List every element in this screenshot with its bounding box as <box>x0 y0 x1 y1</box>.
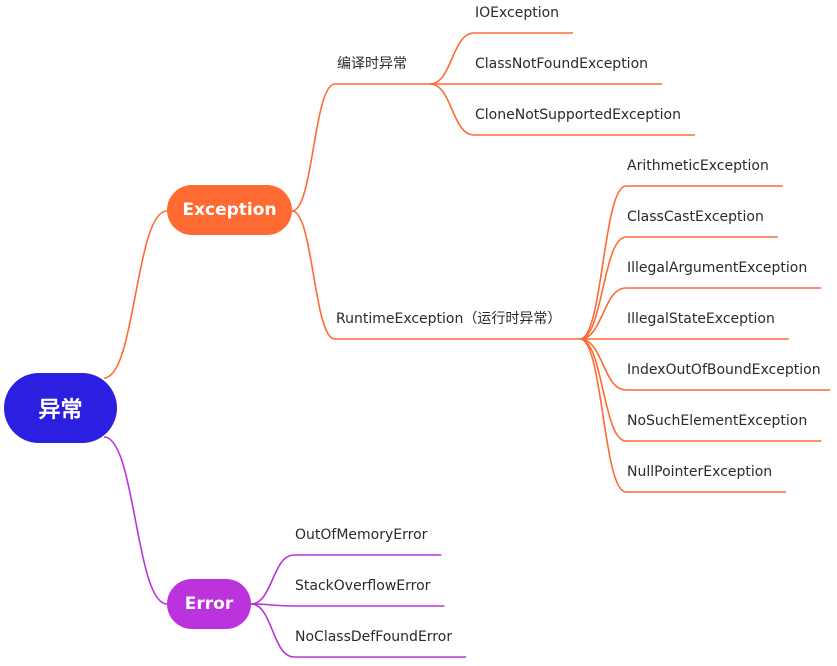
error-item-link <box>250 603 445 607</box>
runtime-exception-item[interactable]: NullPointerException <box>627 464 773 480</box>
error-node[interactable]: Error <box>167 579 251 629</box>
checked-item-link <box>429 83 695 136</box>
checked-exception-label[interactable]: 编译时异常 <box>337 56 407 72</box>
checked-exception-item[interactable]: CloneNotSupportedException <box>475 107 681 123</box>
error-item[interactable]: StackOverflowError <box>295 578 431 594</box>
root-to-error-link <box>103 436 168 605</box>
runtime-exception-item[interactable]: ArithmeticException <box>627 158 769 174</box>
checked-item-link <box>429 32 574 85</box>
runtime-item-link <box>579 338 830 391</box>
error-item[interactable]: NoClassDefFoundError <box>295 629 453 645</box>
runtime-exception-item[interactable]: IllegalArgumentException <box>627 260 808 276</box>
error-item-link <box>250 603 467 658</box>
checked-exception-item[interactable]: ClassNotFoundException <box>475 56 649 72</box>
runtime-exception-label[interactable]: RuntimeException（运行时异常） <box>336 311 562 327</box>
exception-to-runtime-link <box>291 210 580 340</box>
checked-exception-item[interactable]: IOException <box>475 5 560 21</box>
error-item[interactable]: OutOfMemoryError <box>295 527 428 543</box>
runtime-item-link <box>579 338 822 442</box>
runtime-exception-item[interactable]: IllegalStateException <box>627 311 775 327</box>
runtime-item-link <box>579 236 778 340</box>
error-item-link <box>250 554 442 605</box>
exception-branch-lines <box>103 32 830 493</box>
runtime-exception-item[interactable]: IndexOutOfBoundException <box>627 362 821 378</box>
root-to-exception-link <box>103 210 168 379</box>
runtime-item-link <box>579 185 783 340</box>
exception-node[interactable]: Exception <box>167 185 292 235</box>
error-branch-lines <box>103 436 467 658</box>
runtime-item-link <box>579 287 822 340</box>
root-node[interactable]: 异常 <box>4 373 117 443</box>
runtime-exception-item[interactable]: NoSuchElementException <box>627 413 808 429</box>
runtime-exception-item[interactable]: ClassCastException <box>627 209 764 225</box>
exception-to-checked-link <box>291 83 431 212</box>
runtime-item-link <box>579 338 787 493</box>
